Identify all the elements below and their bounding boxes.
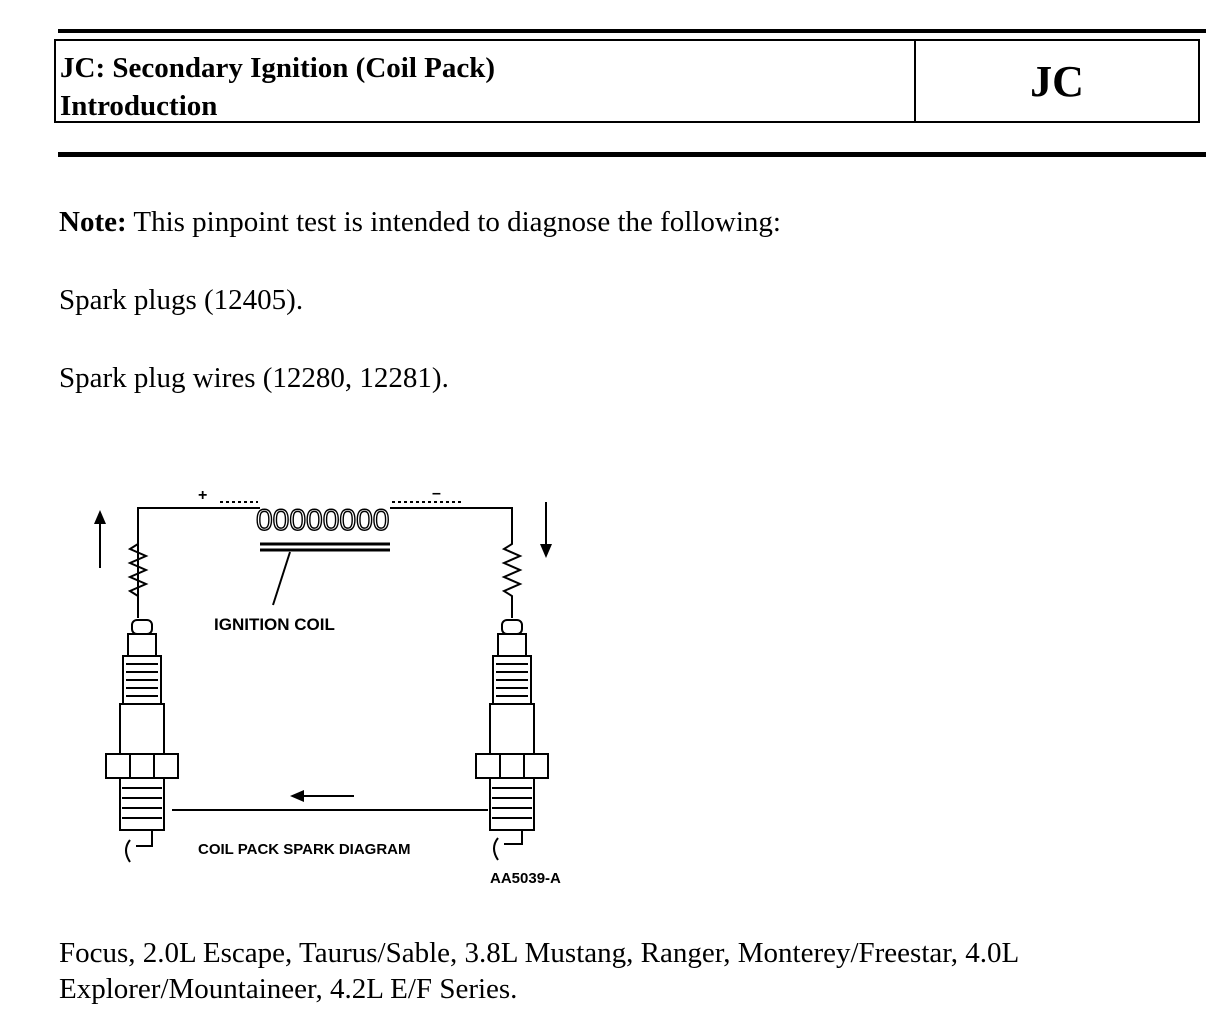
note-paragraph: Note: This pinpoint test is intended to … bbox=[59, 204, 781, 240]
note-text: This pinpoint test is intended to diagno… bbox=[126, 206, 781, 238]
figure-id: AA5039-A bbox=[490, 870, 561, 887]
top-wire bbox=[137, 507, 260, 598]
right-spark-plug bbox=[475, 619, 549, 861]
diagram-caption: COIL PACK SPARK DIAGRAM bbox=[198, 841, 411, 858]
coil-windings: 00000000 bbox=[256, 504, 389, 537]
right-resistor bbox=[501, 538, 523, 618]
list-item-spark-plug-wires: Spark plug wires (12280, 12281). bbox=[59, 362, 449, 394]
arrowhead-up bbox=[94, 510, 106, 524]
top-rule bbox=[58, 29, 1206, 33]
left-resistor bbox=[127, 538, 149, 618]
header-code: JC bbox=[1030, 56, 1084, 106]
left-spark-plug bbox=[105, 619, 179, 863]
coil-pack-spark-diagram: + – 00000000 IGNITION COIL COIL PACK SPA… bbox=[94, 485, 561, 887]
header-title: JC: Secondary Ignition (Coil Pack) Intro… bbox=[56, 41, 916, 122]
header-title-line2: Introduction bbox=[60, 90, 218, 122]
plus-sign: + bbox=[198, 487, 207, 504]
note-label: Note: bbox=[59, 206, 127, 238]
bottom-rule bbox=[58, 152, 1206, 157]
coil-leader-line bbox=[272, 551, 291, 606]
header-box: JC: Secondary Ignition (Coil Pack) Intro… bbox=[54, 39, 1200, 123]
applicability-paragraph: Focus, 2.0L Escape, Taurus/Sable, 3.8L M… bbox=[59, 937, 1019, 1005]
arrowhead-left bbox=[290, 790, 304, 802]
top-wire-right bbox=[390, 507, 513, 538]
minus-sign: – bbox=[432, 485, 441, 502]
arrowhead-down bbox=[540, 544, 552, 558]
ignition-coil-label: IGNITION COIL bbox=[214, 615, 335, 634]
header-title-line1: JC: Secondary Ignition (Coil Pack) bbox=[60, 52, 495, 84]
list-item-spark-plugs: Spark plugs (12405). bbox=[59, 284, 304, 316]
